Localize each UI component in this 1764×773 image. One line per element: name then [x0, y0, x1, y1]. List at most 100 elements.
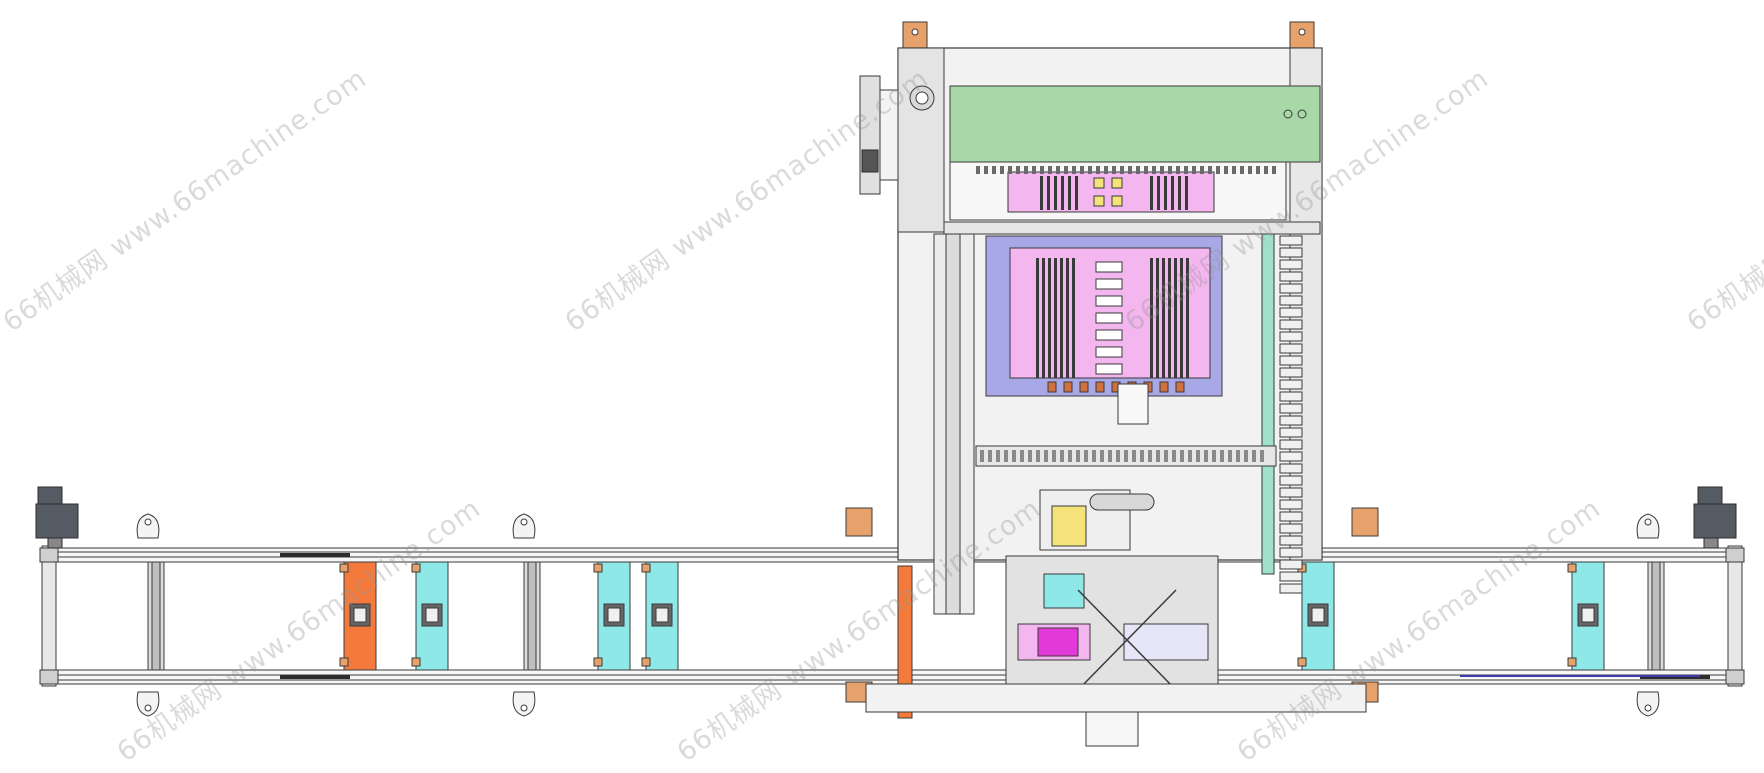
mount-bracket — [512, 513, 536, 539]
mount-bracket — [512, 691, 536, 717]
pin-base — [1159, 381, 1169, 393]
rack-tooth — [1252, 450, 1256, 462]
side-ear — [845, 507, 873, 537]
terminal-column — [1174, 258, 1177, 378]
chain-link — [1279, 511, 1303, 522]
left-drum — [41, 545, 57, 687]
chain-link — [1279, 355, 1303, 366]
terminal-pin — [1178, 176, 1181, 210]
jig-stop — [593, 563, 603, 573]
chain-link — [1279, 427, 1303, 438]
bracket-hole — [144, 704, 152, 712]
gantry-rack — [980, 450, 1264, 462]
terminal-column — [1150, 258, 1153, 378]
comb-tooth — [1176, 166, 1180, 174]
comb-tooth — [1128, 166, 1132, 174]
comb-tooth — [1216, 166, 1220, 174]
mount-bracket — [136, 691, 160, 717]
comb-tooth — [1024, 166, 1028, 174]
rack-tooth — [1156, 450, 1160, 462]
chain-link — [1279, 499, 1303, 510]
comb-tooth — [1032, 166, 1036, 174]
rack-tooth — [1108, 450, 1112, 462]
comb-tooth — [1200, 166, 1204, 174]
comb-tooth — [1064, 166, 1068, 174]
cross-link — [1077, 589, 1177, 691]
rack-tooth — [1172, 450, 1176, 462]
terminal-column — [1156, 258, 1159, 378]
rack-tooth — [980, 450, 984, 462]
chain-link — [1279, 535, 1303, 546]
bracket-hole — [1644, 704, 1652, 712]
comb-tooth — [1152, 166, 1156, 174]
comb-tooth — [1240, 166, 1244, 174]
comb-tooth — [1104, 166, 1108, 174]
chain-link — [1279, 259, 1303, 270]
rack-tooth — [1052, 450, 1056, 462]
support-leg-core — [151, 561, 161, 671]
fixture-magenta-core — [1037, 627, 1079, 657]
jig-carriers — [339, 561, 1605, 671]
jig-stop — [641, 563, 651, 573]
terminal-pin — [1047, 176, 1050, 210]
rack-tooth — [1244, 450, 1248, 462]
cable-drag-chain — [1279, 235, 1303, 594]
terminal-pin — [1040, 176, 1043, 210]
chain-link — [1279, 415, 1303, 426]
terminal-pin — [1061, 176, 1064, 210]
rack-tooth — [1044, 450, 1048, 462]
rack-tooth — [1188, 450, 1192, 462]
comb-tooth — [1000, 166, 1004, 174]
chain-link — [1279, 487, 1303, 498]
comb-tooth — [1224, 166, 1228, 174]
jig-stop — [411, 563, 421, 573]
rack-tooth — [1228, 450, 1232, 462]
terminal-column — [1066, 258, 1069, 378]
bracket-hole — [520, 704, 528, 712]
rack-tooth — [1148, 450, 1152, 462]
top-cover-panel — [949, 85, 1321, 163]
panel-indicator — [1283, 109, 1293, 119]
chain-link — [1279, 247, 1303, 258]
rack-tooth — [1068, 450, 1072, 462]
rack-tooth — [1124, 450, 1128, 462]
chain-link — [1279, 571, 1303, 582]
comb-tooth — [1256, 166, 1260, 174]
comb-tooth — [1272, 166, 1276, 174]
terminal-column — [1168, 258, 1171, 378]
base-plate — [865, 683, 1367, 713]
terminal-pin — [1157, 176, 1160, 210]
comb-tooth — [1096, 166, 1100, 174]
chain-link — [1279, 463, 1303, 474]
terminal-column — [1048, 258, 1051, 378]
pin-base — [1079, 381, 1089, 393]
conveyor — [35, 486, 1745, 717]
terminal-column — [1072, 258, 1075, 378]
upper-carrier-pad — [1111, 195, 1123, 207]
jig-clamp-face — [353, 607, 367, 623]
left-drum-pulley — [39, 547, 59, 563]
rack-tooth — [1140, 450, 1144, 462]
jig-stop — [411, 657, 421, 667]
upper-carrier-pad — [1093, 195, 1105, 207]
chain-link — [1279, 343, 1303, 354]
jig-stop — [641, 657, 651, 667]
support-leg-core — [1651, 561, 1661, 671]
terminal-pin — [1171, 176, 1174, 210]
right-motor — [1693, 486, 1737, 549]
mount-brackets — [136, 513, 1660, 717]
upper-comb — [976, 166, 1276, 210]
upper-carrier-pad — [1093, 177, 1105, 189]
terminal-pin — [1150, 176, 1153, 210]
jig-stop — [593, 657, 603, 667]
comb-tooth — [1072, 166, 1076, 174]
right-drum-pulley — [1725, 547, 1745, 563]
rack-tooth — [1076, 450, 1080, 462]
carrier-slot — [1095, 346, 1123, 358]
upper-carrier — [1007, 171, 1215, 213]
chain-link — [1279, 547, 1303, 558]
side-cylinder-block — [861, 149, 879, 173]
comb-tooth — [1088, 166, 1092, 174]
work-table — [1005, 555, 1219, 687]
